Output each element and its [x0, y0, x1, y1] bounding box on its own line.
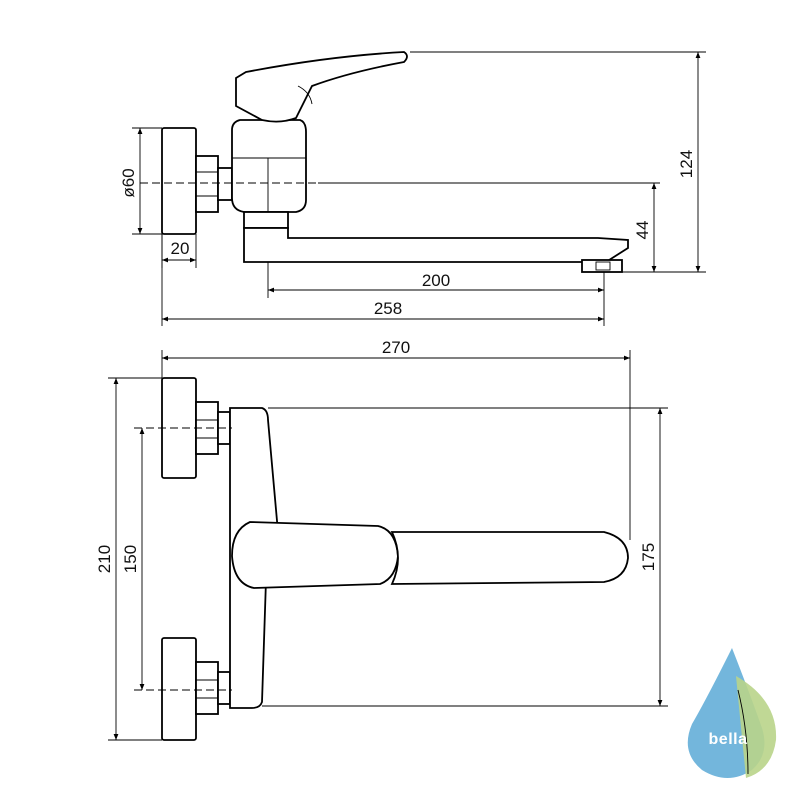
- dim-spout-reach: 175: [639, 543, 658, 571]
- lever-handle: [235, 51, 408, 123]
- wall-flange: [161, 127, 197, 235]
- dim-diameter: ø60: [119, 168, 138, 197]
- spout: [243, 227, 629, 263]
- lower-nut: [195, 661, 219, 715]
- lever-top: [231, 521, 399, 589]
- leaf-icon: [736, 676, 777, 778]
- dim-spout-length: 200: [422, 271, 450, 290]
- logo-text: bella: [709, 731, 748, 748]
- dim-overall-width: 270: [382, 338, 410, 357]
- dim-total-height: 210: [95, 545, 114, 573]
- top-view: 270 175 210 150: [95, 338, 668, 741]
- mixer-body: [231, 119, 307, 213]
- lower-flange: [161, 637, 197, 741]
- aerator: [581, 259, 623, 273]
- upper-flange: [161, 377, 197, 479]
- dim-flange-width: 20: [171, 239, 190, 258]
- dim-height-total: 124: [677, 150, 696, 178]
- spout-neck: [243, 211, 289, 229]
- dim-spout-height: 44: [633, 221, 652, 240]
- pipe-stub: [217, 167, 233, 201]
- dim-overall-depth: 258: [374, 299, 402, 318]
- side-view: ø60 20 200 258 124 44: [119, 51, 706, 326]
- connector-nut: [195, 155, 219, 213]
- dim-connection-spacing: 150: [121, 545, 140, 573]
- bella-logo: bella: [687, 648, 777, 778]
- spout-top: [390, 531, 629, 585]
